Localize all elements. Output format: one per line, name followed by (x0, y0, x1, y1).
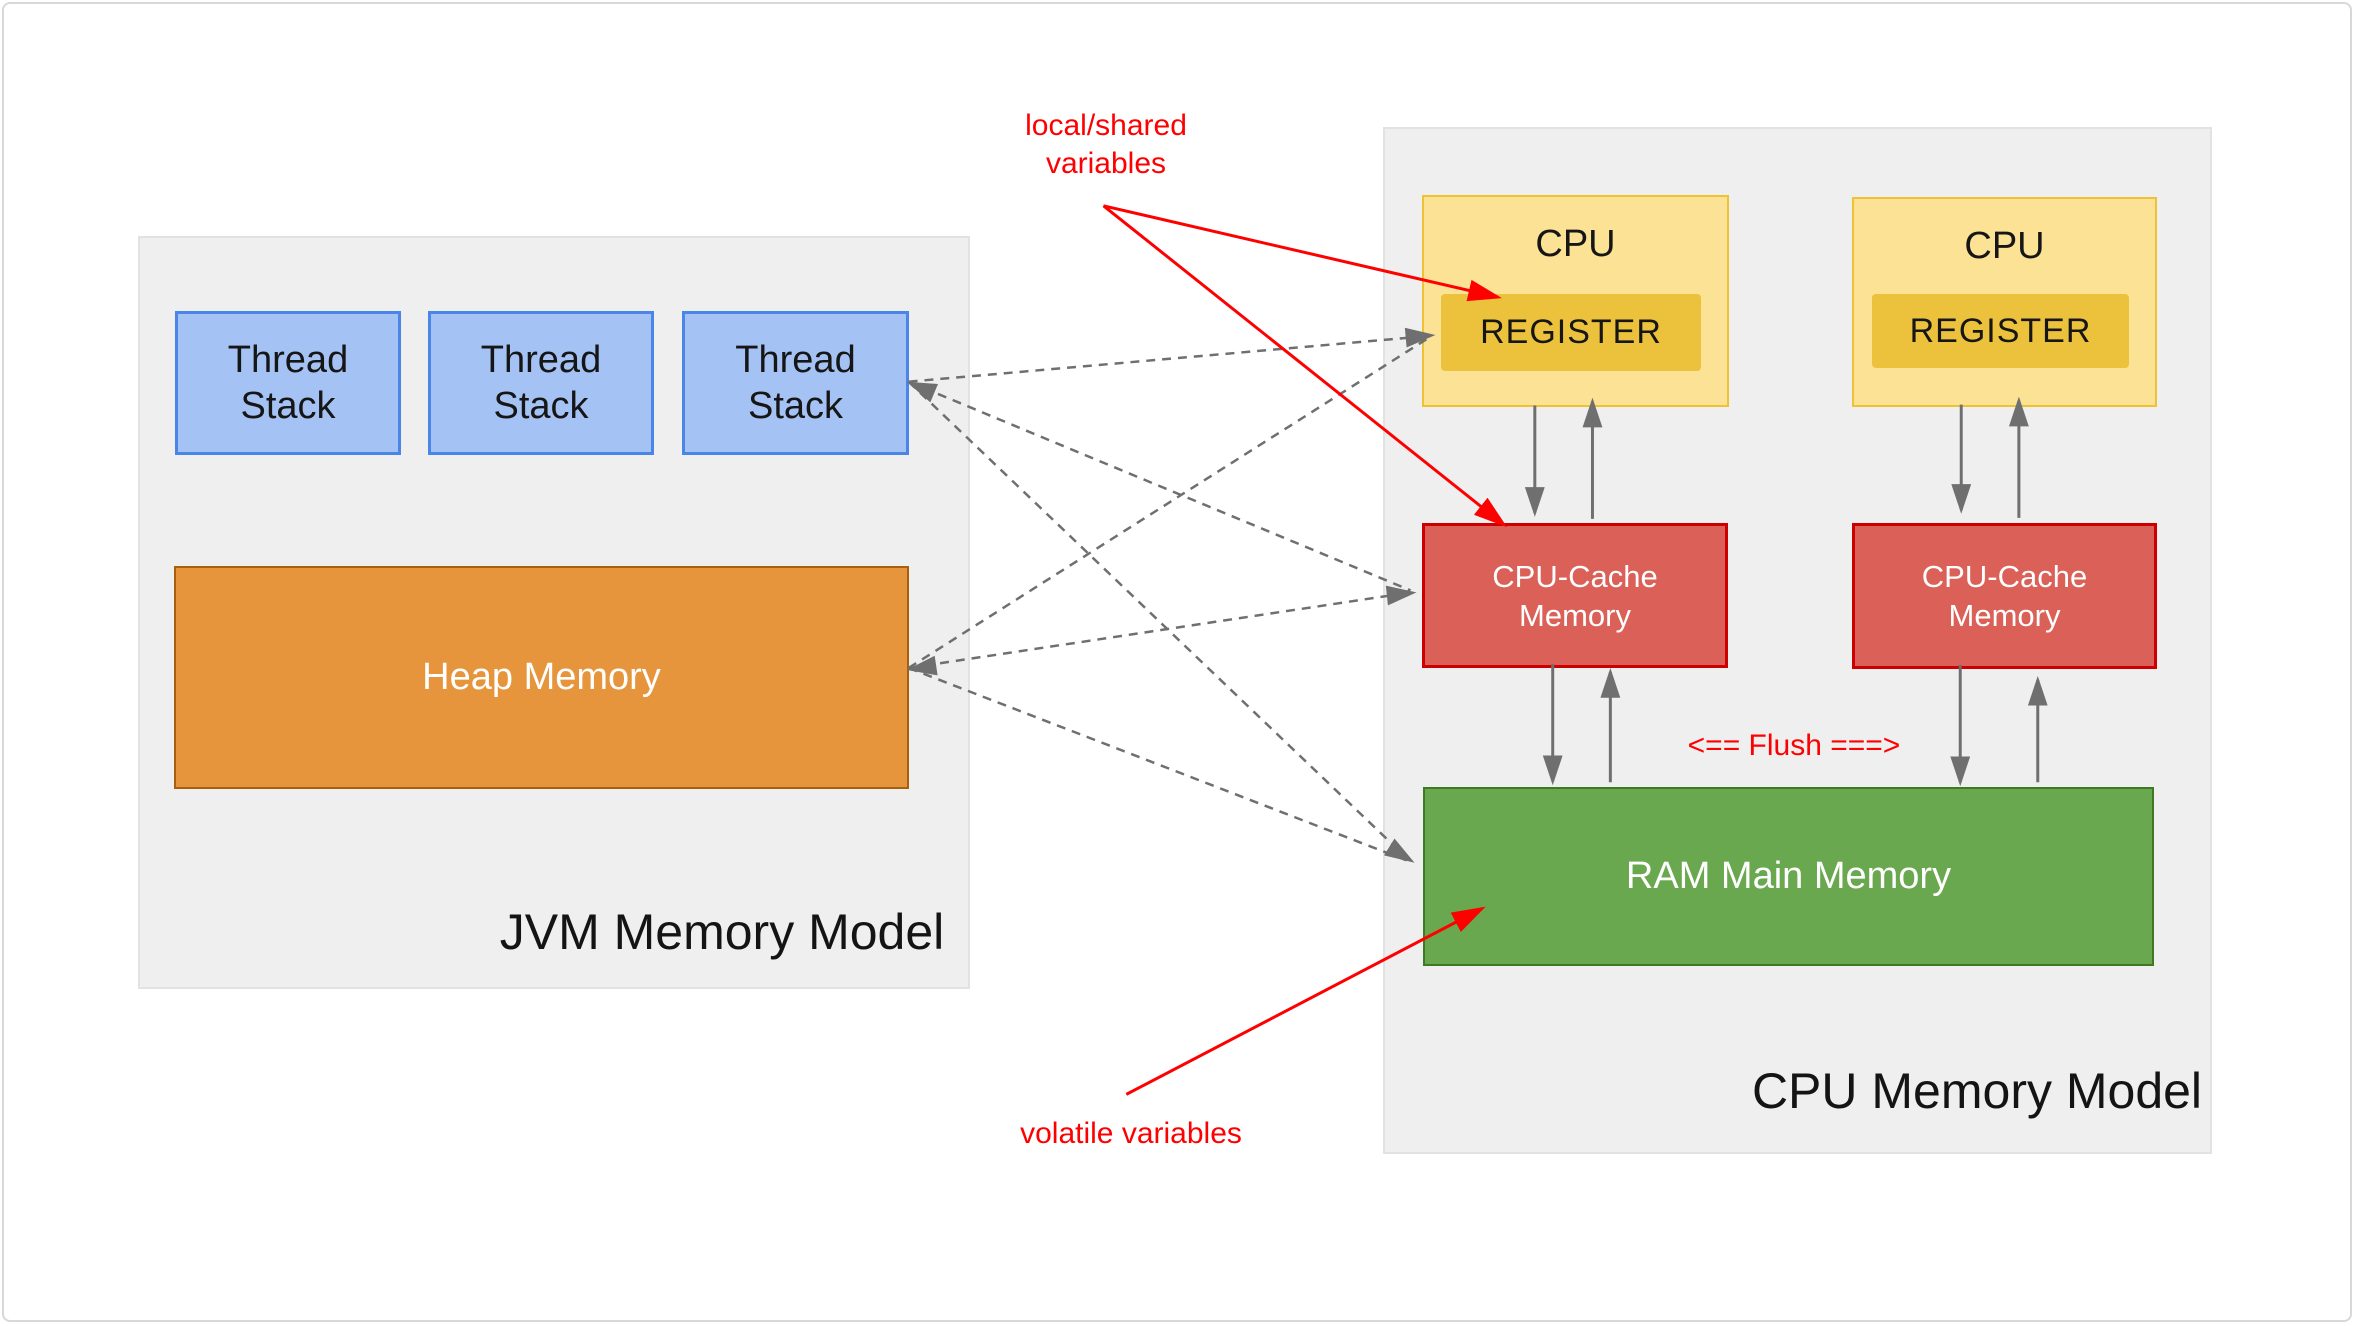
volatile-variables-note: volatile variables (1020, 1117, 1242, 1150)
register-box-1: REGISTER (1441, 294, 1701, 371)
cpu-label-1: CPU (1535, 223, 1616, 265)
dashed-connectors-thread-stack (907, 334, 1429, 860)
ram-main-memory-box: RAM Main Memory (1423, 787, 2154, 966)
dashed-connectors-heap (907, 336, 1430, 862)
thread-stack-box-2: Thread Stack (428, 311, 654, 455)
dashed-arrowheads (906, 327, 1436, 863)
cpu-cache-box-1: CPU-Cache Memory (1422, 523, 1728, 668)
thread-stack-box-1: Thread Stack (175, 311, 401, 455)
heap-memory-box: Heap Memory (174, 566, 909, 789)
register-box-2: REGISTER (1872, 294, 2129, 368)
cpu-panel-title: CPU Memory Model (1751, 1063, 2203, 1119)
thread-stack-box-3: Thread Stack (682, 311, 909, 455)
cpu-cache-box-2: CPU-Cache Memory (1852, 523, 2157, 669)
local-shared-variables-note: local/shared variables (1025, 109, 1187, 180)
jvm-panel-title: JVM Memory Model (499, 904, 945, 960)
flush-note: <== Flush ===> (1687, 729, 1901, 762)
cpu-label-2: CPU (1964, 225, 2045, 267)
